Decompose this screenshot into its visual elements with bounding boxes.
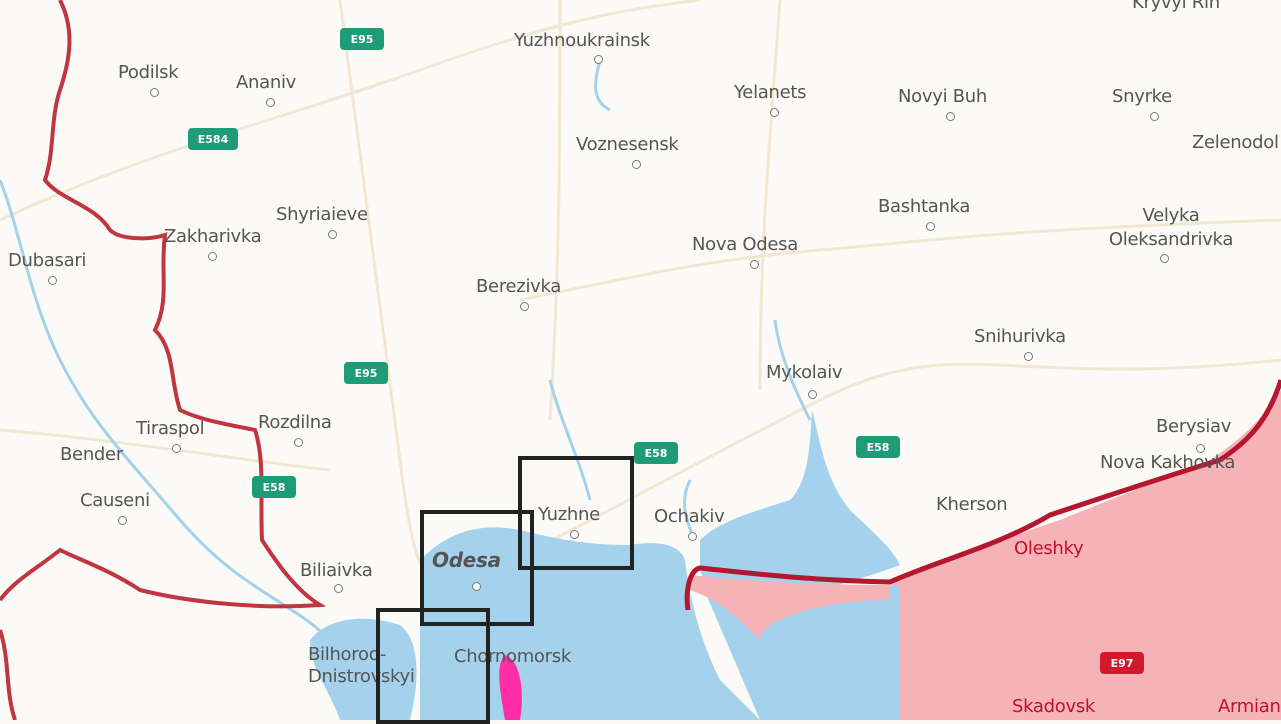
kinburn-spit: [690, 575, 890, 640]
road-label: E584: [188, 128, 238, 150]
city-label-yuzhnoukrainsk: Yuzhnoukrainsk: [514, 30, 650, 51]
road-label: E58: [634, 442, 678, 464]
city-label-causeni: Causeni: [80, 490, 150, 511]
city-label-bilhorod-dnistrovskyi: Bilhorod-Dnistrovskyi: [308, 644, 415, 687]
city-dot: [632, 160, 641, 169]
city-label-dubasari: Dubasari: [8, 250, 87, 271]
city-dot: [48, 276, 57, 285]
city-dot: [570, 530, 579, 539]
city-dot: [770, 108, 779, 117]
city-label-berezivka: Berezivka: [476, 276, 562, 297]
city-label-mykolaiv: Mykolaiv: [766, 362, 843, 383]
city-label-shyriaieve: Shyriaieve: [276, 204, 368, 225]
city-label-odesa: Odesa: [432, 548, 501, 572]
highlight-box-odesa[interactable]: [420, 510, 534, 626]
highlight-marker: [499, 655, 522, 720]
city-dot: [750, 260, 759, 269]
minor-roads: [0, 0, 1281, 582]
city-label-rozdilna: Rozdilna: [258, 412, 332, 433]
road-label: E58: [252, 476, 296, 498]
city-dot: [808, 390, 817, 399]
city-label-voznesensk: Voznesensk: [576, 134, 679, 155]
city-dot: [1150, 112, 1159, 121]
city-label-snyrke: Snyrke: [1112, 86, 1172, 107]
city-label-yelanets: Yelanets: [734, 82, 807, 103]
city-dot: [926, 222, 935, 231]
city-label-ananiv: Ananiv: [236, 72, 297, 93]
city-dot: [1160, 254, 1169, 263]
city-dot: [208, 252, 217, 261]
city-dot: [1196, 444, 1205, 453]
frontline: [684, 379, 1281, 611]
road-label: E95: [344, 362, 388, 384]
city-label-berysiav: Berysiav: [1156, 416, 1232, 437]
city-dot: [1024, 352, 1033, 361]
city-dot: [266, 98, 275, 107]
city-dot: [520, 302, 529, 311]
dniester-estuary: [310, 618, 417, 720]
city-dot: [118, 516, 127, 525]
city-dot: [294, 438, 303, 447]
city-label-velyka-oleksandrivka: Velyka Oleksandrivka: [1108, 205, 1234, 250]
highlight-box-yuzhne[interactable]: [518, 456, 634, 570]
city-dot: [472, 582, 481, 591]
city-label-zelenodol: Zelenodol: [1192, 132, 1279, 153]
dnipro-bug-estuary: [700, 410, 900, 604]
city-label-nova-odesa: Nova Odesa: [692, 234, 798, 255]
city-label-bashtanka: Bashtanka: [878, 196, 971, 217]
city-dot: [150, 88, 159, 97]
city-label-kherson: Kherson: [936, 494, 1008, 515]
city-label-skadovsk: Skadovsk: [1012, 696, 1096, 717]
city-label-kryvyi-rih: Kryvyi Rih: [1132, 0, 1220, 13]
city-dot: [334, 584, 343, 593]
city-label-yuzhne: Yuzhne: [538, 504, 600, 525]
road-label: E95: [340, 28, 384, 50]
city-label-armiansk: Armiansk: [1218, 696, 1281, 717]
highlight-box-bilhorod[interactable]: [376, 608, 490, 724]
road-label: E58: [856, 436, 900, 458]
city-label-novyi-buh: Novyi Buh: [898, 86, 987, 107]
city-label-zakharivka: Zakharivka: [164, 226, 262, 247]
city-label-ochakiv: Ochakiv: [654, 506, 725, 527]
city-dot: [594, 55, 603, 64]
border-moldova-south: [0, 629, 17, 720]
city-dot: [946, 112, 955, 121]
road-label: E97: [1100, 652, 1144, 674]
city-dot: [688, 532, 697, 541]
city-dot: [172, 444, 181, 453]
city-label-nova-kakhovka: Nova Kakhovka: [1100, 452, 1236, 473]
city-label-snihurivka: Snihurivka: [974, 326, 1066, 347]
city-label-tiraspol: Tiraspol: [136, 418, 205, 439]
border-moldova: [0, 0, 327, 609]
city-label-bender: Bender: [60, 444, 123, 465]
city-label-biliaivka: Biliaivka: [300, 560, 373, 581]
city-label-chornomorsk: Chornomorsk: [454, 646, 571, 667]
city-label-podilsk: Podilsk: [118, 62, 179, 83]
city-label-oleshky: Oleshky: [1014, 538, 1084, 559]
city-dot: [328, 230, 337, 239]
